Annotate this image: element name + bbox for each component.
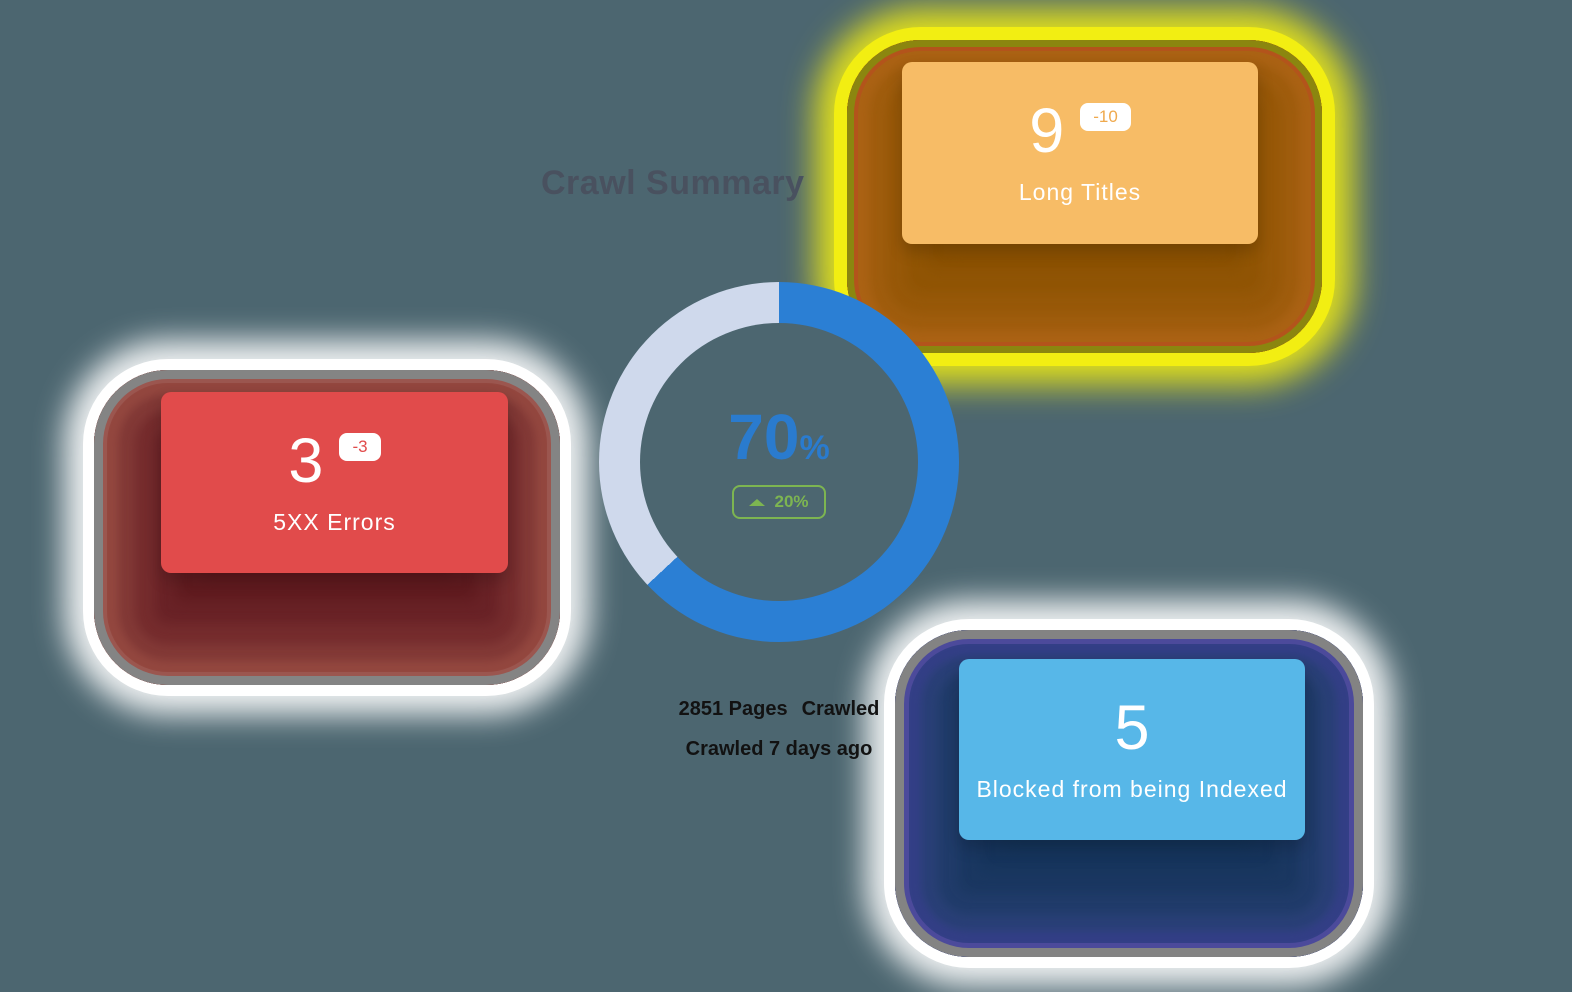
blocked-indexed-card[interactable]: 5 Blocked from being Indexed — [959, 659, 1305, 840]
long-titles-value-row: 9 -10 — [1029, 100, 1131, 163]
crawl-progress-donut-chart: 70 % 20% — [599, 282, 959, 642]
crawl-caption: 2851 Pages Crawled Crawled 7 days ago — [599, 698, 959, 761]
blocked-indexed-value-row: 5 — [1114, 692, 1150, 763]
crawl-percent: 70 % — [728, 405, 829, 469]
crawl-percent-unit: % — [799, 429, 830, 467]
crawl-percent-value: 70 — [728, 401, 800, 473]
pages-crawled-count: 2851 Pages — [678, 698, 788, 720]
long-titles-value: 9 — [1029, 96, 1065, 166]
5xx-errors-value: 3 — [288, 425, 324, 496]
blocked-indexed-value: 5 — [1114, 692, 1150, 763]
pages-crawled-word: Crawled — [801, 698, 880, 720]
5xx-errors-card[interactable]: 3 -3 5XX Errors — [161, 392, 508, 573]
crawled-ago-line: Crawled 7 days ago — [685, 738, 873, 760]
5xx-errors-value-row: 3 -3 — [288, 425, 381, 496]
5xx-errors-delta-badge: -3 — [339, 432, 381, 461]
page-title: Crawl Summary — [541, 164, 805, 202]
long-titles-card[interactable]: 9 -10 Long Titles — [902, 62, 1258, 244]
5xx-errors-label: 5XX Errors — [273, 508, 396, 535]
long-titles-delta-badge: -10 — [1080, 103, 1131, 132]
blocked-indexed-label: Blocked from being Indexed — [976, 775, 1288, 802]
long-titles-label: Long Titles — [1018, 179, 1142, 205]
crawl-change-value: 20% — [774, 492, 809, 511]
pages-crawled-line: 2851 Pages Crawled — [679, 698, 880, 721]
donut-center: 70 % 20% — [640, 323, 918, 601]
crawl-change-badge: 20% — [732, 485, 826, 519]
triangle-up-icon — [749, 498, 766, 506]
